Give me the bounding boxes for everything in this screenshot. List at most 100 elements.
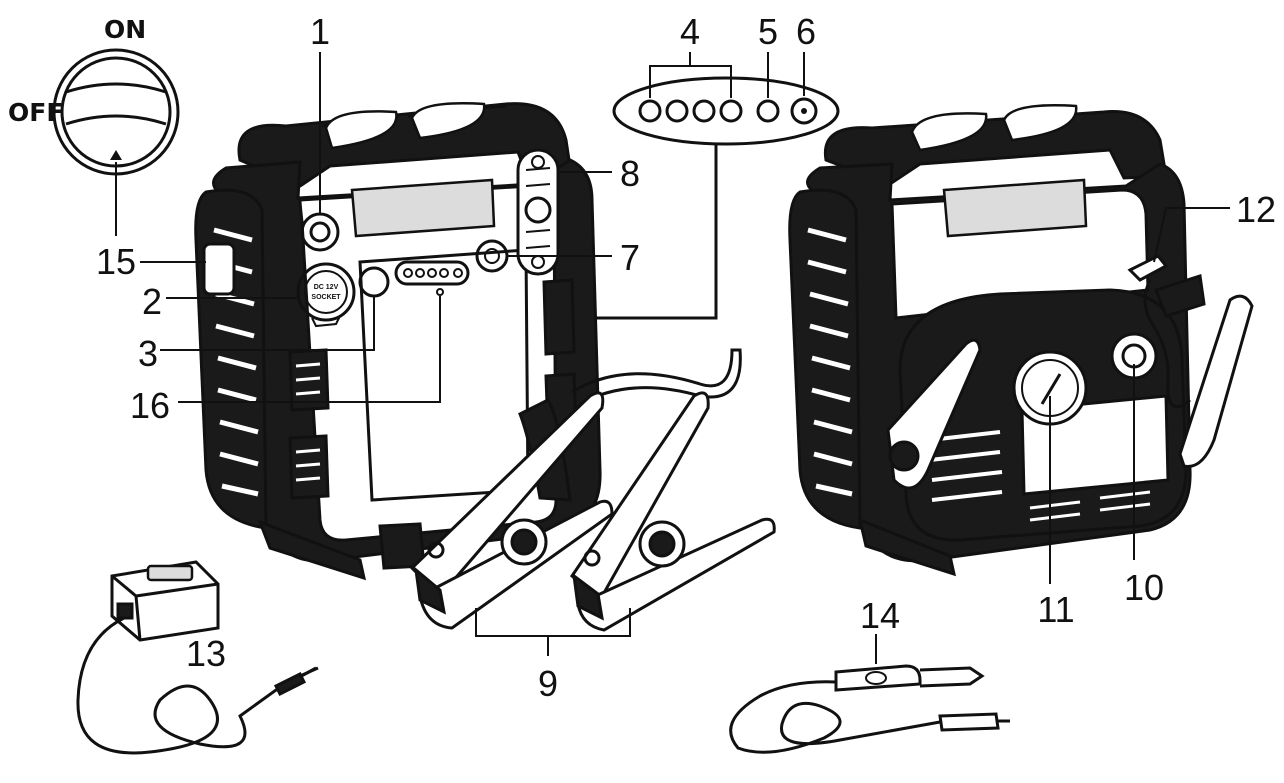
clamp-1-tip <box>414 566 447 615</box>
leader-16 <box>178 296 441 403</box>
switch-arrow-icon <box>110 150 122 160</box>
callout-1: 1 <box>310 11 330 52</box>
bracket-4 <box>649 52 732 98</box>
front-unit: DC 12V SOCKET <box>194 102 602 581</box>
callout-15: 15 <box>96 241 136 282</box>
compressor-vent-slots <box>929 430 1003 502</box>
wall-charger <box>76 560 319 755</box>
socket-label-line1: DC 12V <box>314 284 339 291</box>
clamp-1-lower-jaw <box>418 499 614 630</box>
back-handle-grip-2 <box>1002 104 1078 142</box>
handle-grip-1 <box>324 110 398 150</box>
strip-led-3 <box>427 268 437 278</box>
switch-on-label: ON <box>104 15 146 44</box>
clamp-2-upper-jaw <box>570 391 710 603</box>
dc-socket-cap <box>311 315 341 328</box>
compressor-bottom-slots <box>1029 490 1151 522</box>
callout-11: 11 <box>1037 589 1074 630</box>
socket-label-line2: SOCKET <box>311 294 341 301</box>
switch-off-label: OFF <box>8 98 63 127</box>
callout-numbers: 1 2 3 4 5 6 7 8 9 10 11 12 13 14 15 16 <box>96 11 1276 704</box>
led-1 <box>638 99 662 123</box>
clamp-cables <box>571 348 742 406</box>
work-light <box>516 148 560 276</box>
charger-plug-tip <box>299 666 319 678</box>
indicator-light-icon <box>790 97 818 125</box>
leader-3 <box>160 296 375 351</box>
power-switch-detail: ON OFF <box>8 15 180 236</box>
indicator-panel-outline <box>612 76 840 146</box>
callout-3: 3 <box>138 333 158 374</box>
led-4 <box>719 99 743 123</box>
back-leaders <box>1049 207 1230 584</box>
clamp-2-pivot-inner <box>648 530 676 558</box>
back-handle-grip-1 <box>910 112 988 152</box>
led-2 <box>665 99 689 123</box>
switch-inner-ring <box>60 56 172 168</box>
handle-grip-2 <box>410 102 486 140</box>
car-cable-cord <box>729 680 941 754</box>
strip-led-2 <box>415 268 425 278</box>
car-plug-fuse <box>865 671 887 685</box>
front-bumper-ribs <box>295 362 321 482</box>
clamp-1-upper-jaw <box>409 391 605 599</box>
back-clamp-left-pivot <box>888 440 920 472</box>
strip-led-1 <box>403 268 413 278</box>
callout-10: 10 <box>1124 567 1164 608</box>
unit-indicator-strip <box>394 260 470 286</box>
callout-13: 13 <box>186 633 226 674</box>
clamp-1-screw <box>427 541 445 559</box>
charger-edges <box>111 574 219 641</box>
front-foot-left <box>257 519 367 581</box>
led-3 <box>692 99 716 123</box>
charger-label-plate <box>146 564 194 582</box>
gauge-needle <box>1040 373 1062 405</box>
back-clamp-right <box>1178 294 1254 468</box>
back-unit <box>788 104 1254 577</box>
leader-12-stem <box>1153 207 1167 263</box>
callout-7: 7 <box>620 237 640 278</box>
power-connector-pin <box>484 248 500 264</box>
air-hose-nozzle <box>1127 254 1169 282</box>
dc-socket <box>296 262 356 322</box>
callout-6: 6 <box>796 11 816 52</box>
side-switch-housing <box>202 242 236 296</box>
strip-led-5 <box>453 268 463 278</box>
charger-cord <box>76 616 317 755</box>
front-side-bumper-2 <box>288 434 330 500</box>
work-light-bulb <box>524 196 552 224</box>
car-plug-icon <box>834 664 922 692</box>
back-clamp-right-housing <box>1154 274 1206 318</box>
led-16-small <box>436 288 444 296</box>
work-light-top-cap <box>531 155 545 169</box>
strip-led-4 <box>439 268 449 278</box>
air-hose <box>1143 279 1191 409</box>
battery-clamp-2 <box>570 391 776 632</box>
switch-rocker-bottom <box>65 114 167 126</box>
car-plug-cable <box>729 634 1010 754</box>
battery-clamps <box>409 348 776 656</box>
front-top-window <box>350 178 496 238</box>
front-leaders <box>140 52 612 403</box>
back-top-window <box>942 178 1088 238</box>
car-plug-tip <box>919 666 985 688</box>
front-right-column-upper <box>542 278 576 356</box>
front-lower-screen <box>358 248 530 502</box>
led-6-dot <box>801 108 807 114</box>
clamp-2-tip <box>572 572 604 621</box>
callout-9: 9 <box>538 663 558 704</box>
car-cable-jack <box>938 712 1000 732</box>
clamp-2-screw <box>583 549 601 567</box>
power-connector <box>475 239 509 273</box>
callout-5: 5 <box>758 11 778 52</box>
callout-16: 16 <box>130 385 170 426</box>
clamp-1-pivot-inner <box>510 528 538 556</box>
callout-2: 2 <box>142 281 162 322</box>
clamp-2-lower-jaw <box>576 517 776 632</box>
charger-cord-port <box>116 602 134 620</box>
dc-socket-inner <box>304 270 348 314</box>
callout-12: 12 <box>1236 189 1276 230</box>
back-vent-slots <box>807 227 853 497</box>
